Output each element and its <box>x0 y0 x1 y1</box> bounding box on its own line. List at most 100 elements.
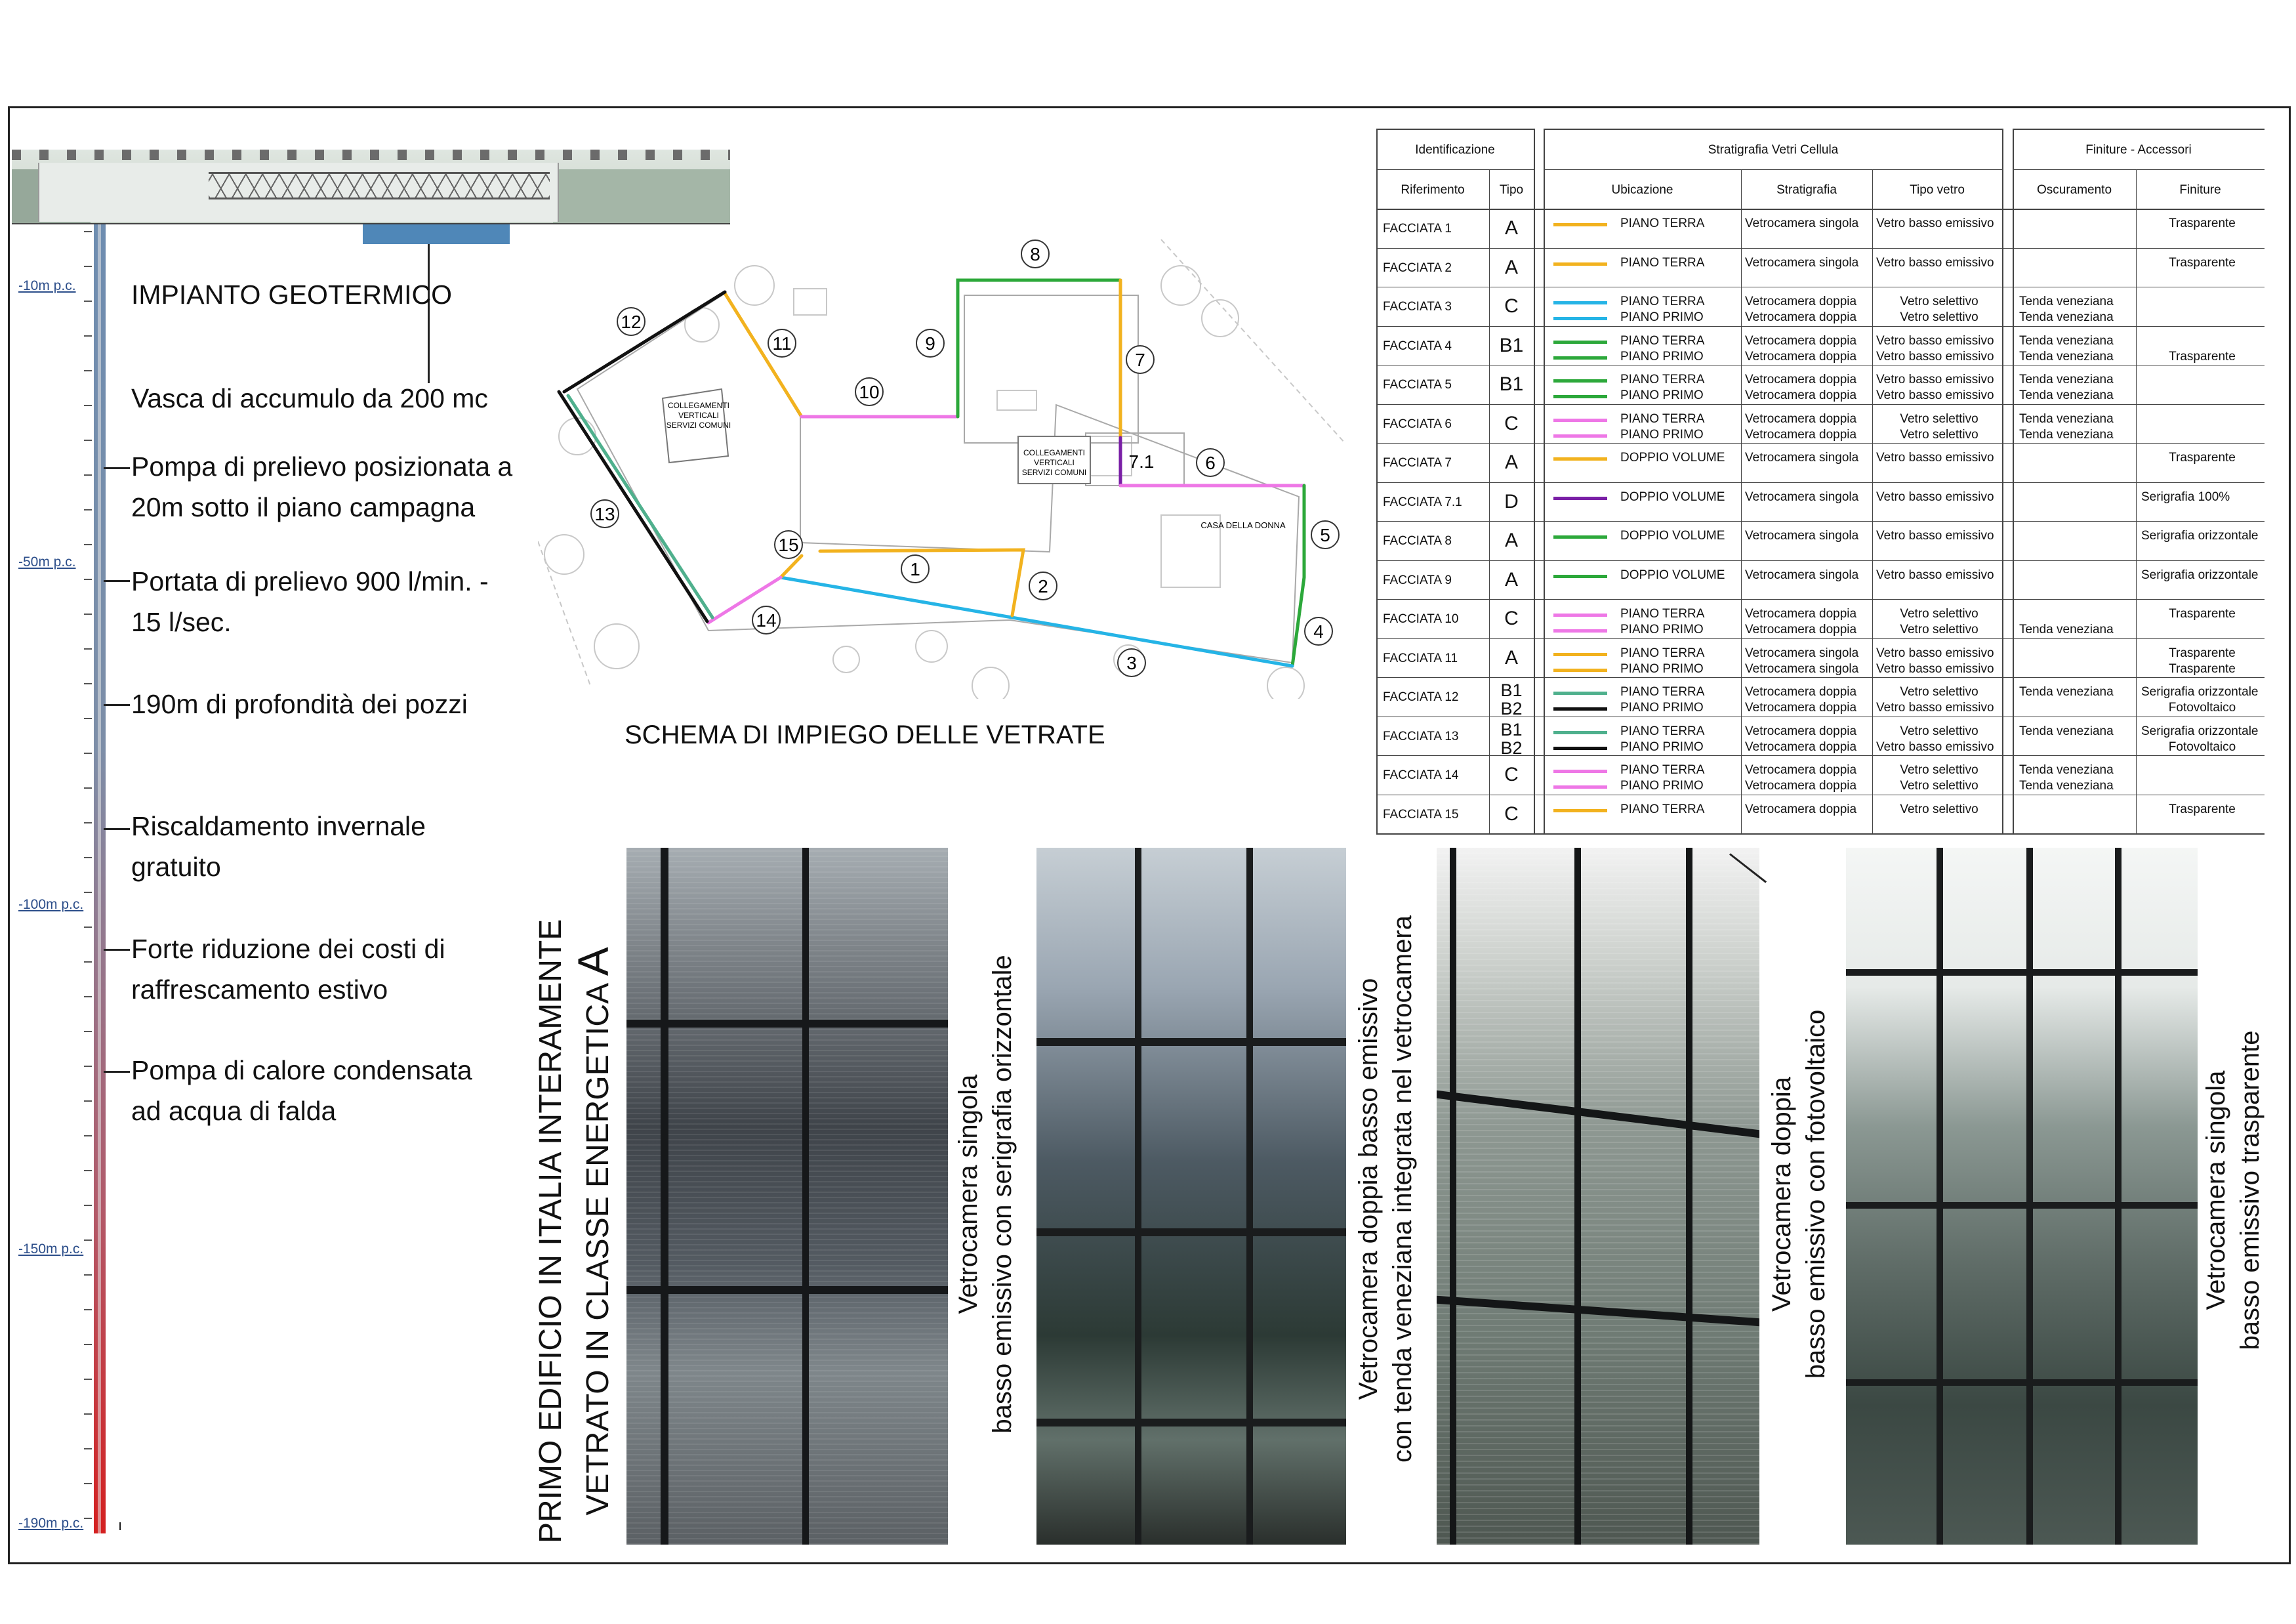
table-row-rule <box>1376 443 2265 444</box>
depth-tick <box>84 718 92 719</box>
table-cell-oscuramento: Tenda veneziana <box>2019 724 2114 738</box>
facade-marker: 13 <box>590 499 619 528</box>
table-row-rule <box>1376 325 2265 327</box>
table-color-swatch <box>1553 496 1607 500</box>
table-cell-oscuramento: Tenda veneziana <box>2019 310 2114 324</box>
svg-text:COLLEGAMENTI: COLLEGAMENTI <box>1023 448 1085 457</box>
table-rule-vertical <box>1544 129 1545 833</box>
table-cell-ref: FACCIATA 10 <box>1383 612 1459 626</box>
facade-11-line <box>723 291 804 419</box>
svg-text:4: 4 <box>1313 621 1324 642</box>
feature-leader <box>104 580 130 582</box>
table-cell-ubicazione: PIANO TERRA <box>1620 685 1705 699</box>
table-cell-ref: FACCIATA 2 <box>1383 260 1452 275</box>
table-cell-tipo: A <box>1504 217 1518 239</box>
table-rule-vertical <box>2136 169 2137 833</box>
table-cell-stratigrafia: Vetrocamera doppia <box>1745 724 1857 738</box>
table-cell-finiture: Fotovoltaico <box>2168 701 2236 715</box>
depth-tick <box>84 1066 92 1067</box>
depth-tick <box>84 1448 92 1449</box>
svg-text:SERVIZI COMUNI: SERVIZI COMUNI <box>1022 468 1086 477</box>
depth-tick <box>84 440 92 441</box>
feature-leader <box>104 467 130 469</box>
table-cell-tipo: C <box>1504 295 1519 317</box>
table-cell-ubicazione: PIANO PRIMO <box>1620 779 1704 793</box>
table-cell-tipo: A <box>1504 646 1518 669</box>
table-cell-vetro: Vetro basso emissivo <box>1876 349 1994 364</box>
table-cell-ubicazione: PIANO TERRA <box>1620 255 1705 270</box>
table-row-rule <box>1376 482 2265 483</box>
table-cell-stratigrafia: Vetrocamera doppia <box>1745 411 1857 426</box>
headline-line-2: VETRATO IN CLASSE ENERGETICA A <box>569 919 619 1543</box>
table-cell-finiture: Fotovoltaico <box>2168 739 2236 754</box>
feature-tank: Vasca di accumulo da 200 mc <box>131 383 488 413</box>
svg-text:3: 3 <box>1126 653 1137 673</box>
table-color-swatch <box>1553 457 1607 461</box>
table-column-header: Oscuramento <box>2036 183 2112 197</box>
table-cell-ubicazione: DOPPIO VOLUME <box>1620 568 1725 582</box>
tank-leader-line <box>428 244 430 383</box>
depth-tick <box>84 1483 92 1484</box>
table-cell-finiture: Trasparente <box>2169 607 2236 621</box>
depth-label-190: -190m p.c. <box>18 1516 84 1531</box>
feature-leader <box>104 828 130 830</box>
table-row-rule <box>1376 677 2265 678</box>
table-cell-ubicazione: PIANO TERRA <box>1620 646 1705 660</box>
table-cell-oscuramento: Tenda veneziana <box>2019 349 2114 364</box>
table-cell-ubicazione: PIANO TERRA <box>1620 411 1705 426</box>
table-cell-finiture: Serigrafia 100% <box>2141 489 2230 504</box>
svg-text:15: 15 <box>778 535 798 555</box>
facade-12-line <box>562 290 727 394</box>
table-cell-stratigrafia: Vetrocamera singola <box>1745 646 1859 660</box>
table-color-swatch <box>1553 223 1607 226</box>
depth-tick <box>84 544 92 545</box>
table-cell-vetro: Vetro basso emissivo <box>1876 373 1994 386</box>
svg-text:VERTICALI: VERTICALI <box>678 411 719 420</box>
table-cell-ubicazione: DOPPIO VOLUME <box>1620 451 1725 465</box>
facade-marker: 4 <box>1304 617 1333 646</box>
energy-class: A <box>569 947 617 976</box>
facade-13-outer-line <box>557 390 709 623</box>
table-color-swatch <box>1553 808 1607 812</box>
facade-marker: 12 <box>617 307 646 336</box>
table-column-header: Finiture <box>2179 183 2221 197</box>
table-cell-ubicazione: PIANO PRIMO <box>1620 388 1704 402</box>
table-cell-vetro: Vetro selettivo <box>1900 802 1978 816</box>
svg-text:12: 12 <box>621 312 641 332</box>
table-color-swatch <box>1553 301 1607 304</box>
block-collegamenti-1: COLLEGAMENTI VERTICALI SERVIZI COMUNI <box>661 388 731 464</box>
svg-text:VERTICALI: VERTICALI <box>1034 458 1075 467</box>
table-cell-ref: FACCIATA 12 <box>1383 690 1459 704</box>
facade-lines <box>557 278 1306 668</box>
table-color-swatch <box>1553 629 1607 633</box>
table-cell-ref: FACCIATA 4 <box>1383 339 1452 353</box>
table-cell-stratigrafia: Vetrocamera doppia <box>1745 388 1857 402</box>
table-cell-ubicazione: PIANO PRIMO <box>1620 739 1704 754</box>
table-cell-vetro: Vetro selettivo <box>1900 295 1978 308</box>
feature-leader <box>104 949 130 951</box>
photo-facade-3 <box>1437 848 1759 1545</box>
table-cell-ref: FACCIATA 14 <box>1383 768 1459 782</box>
table-cell-finiture: Serigrafia orizzontale <box>2141 529 2259 543</box>
table-cell-ubicazione: PIANO TERRA <box>1620 333 1705 348</box>
facade-1-2-line <box>818 548 1025 617</box>
table-cell-tipo: D <box>1504 490 1519 512</box>
table-rule <box>2013 169 2265 170</box>
feature-heating: Riscaldamento invernale gratuito <box>131 811 426 882</box>
table-cell-stratigrafia: Vetrocamera doppia <box>1745 607 1857 621</box>
depth-tick <box>84 1413 92 1415</box>
facade-marker: 10 <box>855 377 884 406</box>
table-cell-stratigrafia: Vetrocamera singola <box>1745 217 1859 230</box>
facade-marker: 11 <box>768 329 796 358</box>
headline-line-1: PRIMO EDIFICIO IN ITALIA INTERAMENTE <box>533 919 568 1543</box>
table-cell-oscuramento: Tenda veneziana <box>2019 623 2114 636</box>
table-cell-stratigrafia: Vetrocamera doppia <box>1745 373 1857 386</box>
depth-tick <box>84 370 92 371</box>
depth-label-50: -50m p.c. <box>18 554 76 570</box>
table-column-header: Riferimento <box>1401 183 1465 197</box>
depth-tick <box>84 648 92 650</box>
svg-text:1: 1 <box>910 559 920 579</box>
facade-8-9-line <box>956 278 1122 419</box>
table-cell-ubicazione: PIANO TERRA <box>1620 373 1705 386</box>
table-rule <box>1544 169 2003 170</box>
